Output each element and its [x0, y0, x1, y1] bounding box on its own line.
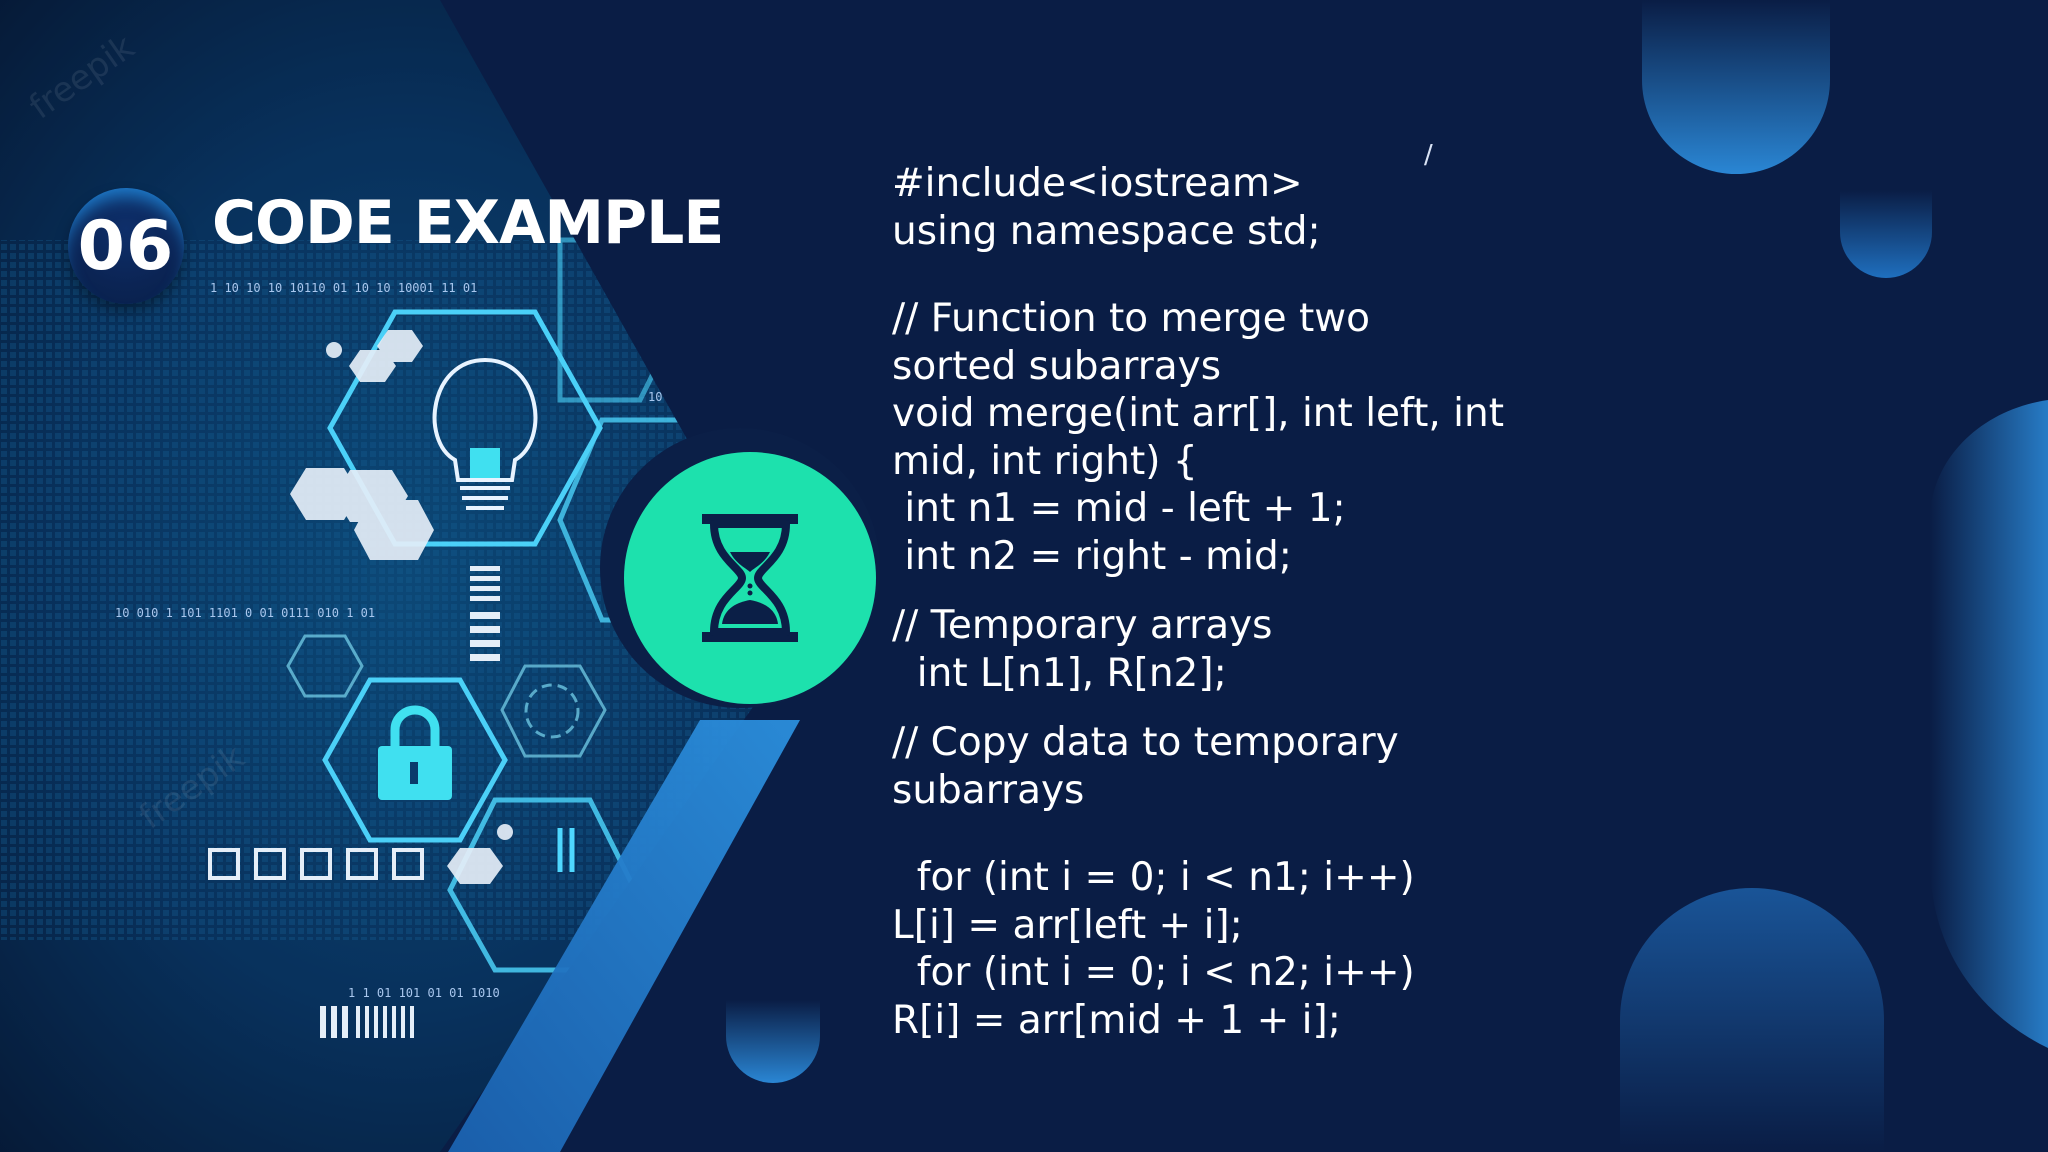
hexagon-white-6: [447, 848, 503, 884]
binary-text-side: 10: [648, 390, 662, 404]
right-edge-pill: [1930, 400, 2048, 1048]
section-number-badge: 06: [68, 188, 184, 304]
code-line: mid, int right) {: [892, 438, 1198, 484]
code-line: // Temporary arrays: [892, 603, 1273, 648]
code-line: L[i] = arr[left + i];: [892, 902, 1243, 948]
code-line: R[i] = arr[mid + 1 + i];: [892, 997, 1341, 1043]
corner-mark: /: [1424, 140, 1433, 170]
binary-text-top: 1 10 10 10 10110 01 10 10 10001 11 01: [210, 281, 477, 295]
binary-text-mid: 10 010 1 101 1101 0 01 0111 010 1 01: [115, 606, 375, 620]
binary-text-bottom: 1 1 01 101 01 01 1010: [348, 986, 500, 1000]
hexagon-white-4: [349, 350, 396, 382]
small-right-pill: [1840, 190, 1932, 278]
code-line: using namespace std;: [892, 208, 1321, 254]
code-spacer: [892, 255, 1492, 295]
code-line: // Function to merge two: [892, 296, 1371, 341]
code-line: sorted subarrays: [892, 343, 1222, 389]
code-line: // Copy data to temporary: [892, 720, 1399, 765]
hexagon-white-5: [377, 330, 423, 362]
icon-circle: [624, 452, 876, 704]
bottom-right-pill: [1620, 888, 1884, 1152]
bar-stack: [470, 566, 500, 661]
section-number: 06: [77, 206, 175, 286]
hexagon-white-2: [290, 468, 360, 520]
code-line: void merge(int arr[], int left, int: [892, 391, 1505, 436]
hexagon-small-outline: [286, 634, 364, 698]
code-block: #include<iostream>using namespace std; //…: [892, 160, 1505, 1044]
code-line: int L[n1], R[n2];: [892, 650, 1227, 696]
code-line: for (int i = 0; i < n2; i++): [892, 950, 1415, 995]
section-title: CODE EXAMPLE: [212, 188, 724, 258]
barcode: [320, 1006, 414, 1038]
code-line: int n2 = right - mid;: [892, 533, 1292, 579]
bar-pair: [557, 828, 575, 872]
code-spacer: [892, 697, 1492, 719]
code-line: for (int i = 0; i < n1; i++): [892, 855, 1415, 900]
code-line: int n1 = mid - left + 1;: [892, 486, 1346, 531]
squares-row: [208, 848, 424, 880]
code-spacer: [892, 814, 1492, 854]
hourglass-icon: [702, 514, 798, 642]
hexagon-lock-frame: [322, 677, 508, 843]
bottom-small-pill: [726, 1000, 820, 1083]
hexagon-lightbulb-frame: [327, 309, 603, 547]
hexagon-white-3: [354, 500, 434, 560]
code-line: subarrays: [892, 767, 1085, 813]
diagonal-stripe: [448, 720, 800, 1152]
hexagon-gear-outline: [500, 664, 607, 758]
code-spacer: [892, 580, 1492, 602]
lightbulb-icon: [432, 357, 538, 510]
top-right-pill: [1642, 0, 1830, 174]
lock-icon: [378, 705, 452, 800]
code-line: #include<iostream>: [892, 161, 1303, 206]
